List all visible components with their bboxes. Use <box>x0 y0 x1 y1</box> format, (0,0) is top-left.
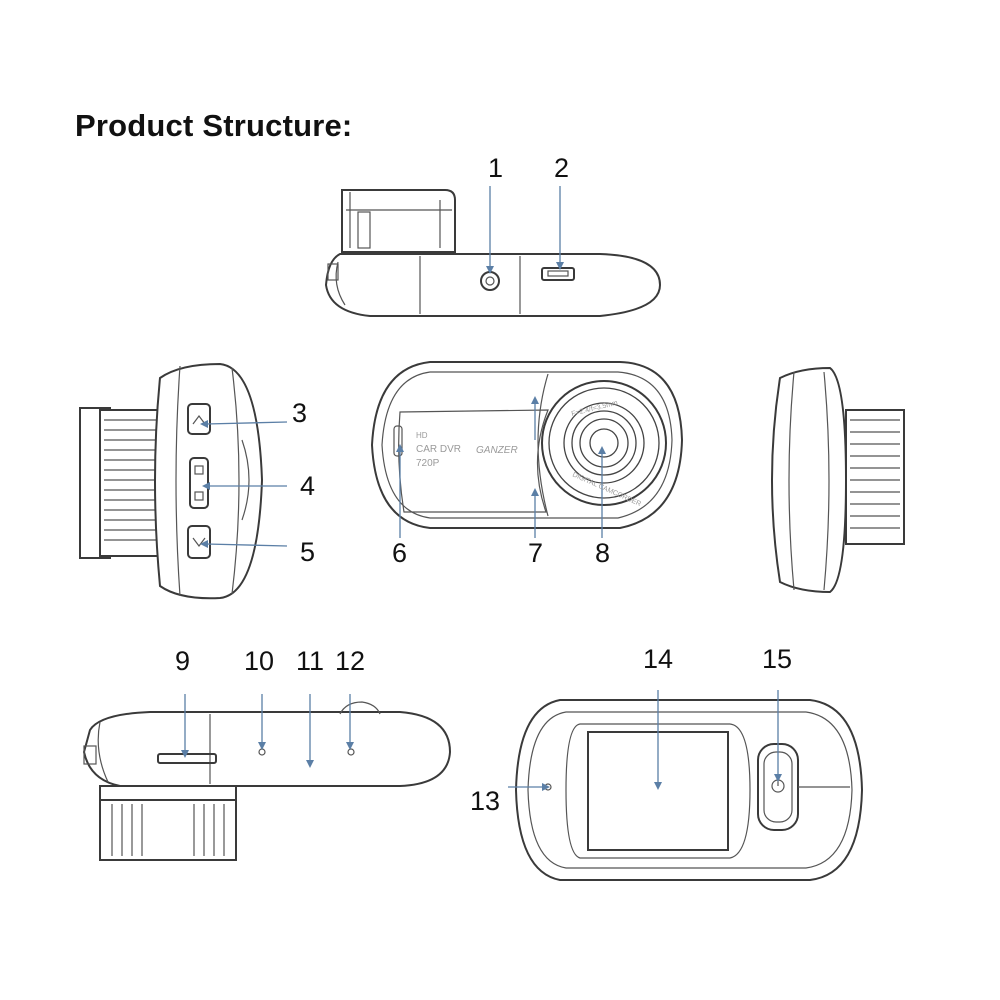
front-view-drawing <box>370 361 684 538</box>
right-side-view-drawing <box>771 366 905 594</box>
callout-9: 9 <box>175 646 190 676</box>
device-print-brand: GANZER <box>476 445 518 456</box>
callout-8: 8 <box>595 538 610 568</box>
page-title: Product Structure: <box>75 108 353 143</box>
callout-12: 12 <box>335 646 365 676</box>
callout-11: 11 <box>296 646 324 676</box>
callout-2: 2 <box>554 153 569 183</box>
back-view-drawing <box>508 690 864 881</box>
callout-4: 4 <box>300 471 315 501</box>
bottom-view-drawing <box>82 694 452 861</box>
device-print-resolution: 720P <box>416 458 440 469</box>
callout-1: 1 <box>488 153 503 183</box>
callout-14: 14 <box>643 644 673 674</box>
callout-5: 5 <box>300 537 315 567</box>
callout-3: 3 <box>292 398 307 428</box>
top-view-drawing <box>324 186 662 317</box>
callout-7: 7 <box>528 538 543 568</box>
left-side-view-drawing <box>79 362 288 600</box>
callout-13: 13 <box>470 786 500 816</box>
callout-6: 6 <box>392 538 407 568</box>
device-print-car-dvr: CAR DVR <box>416 444 461 455</box>
device-print-hd: HD <box>416 431 428 440</box>
callout-10: 10 <box>244 646 274 676</box>
callout-15: 15 <box>762 644 792 674</box>
